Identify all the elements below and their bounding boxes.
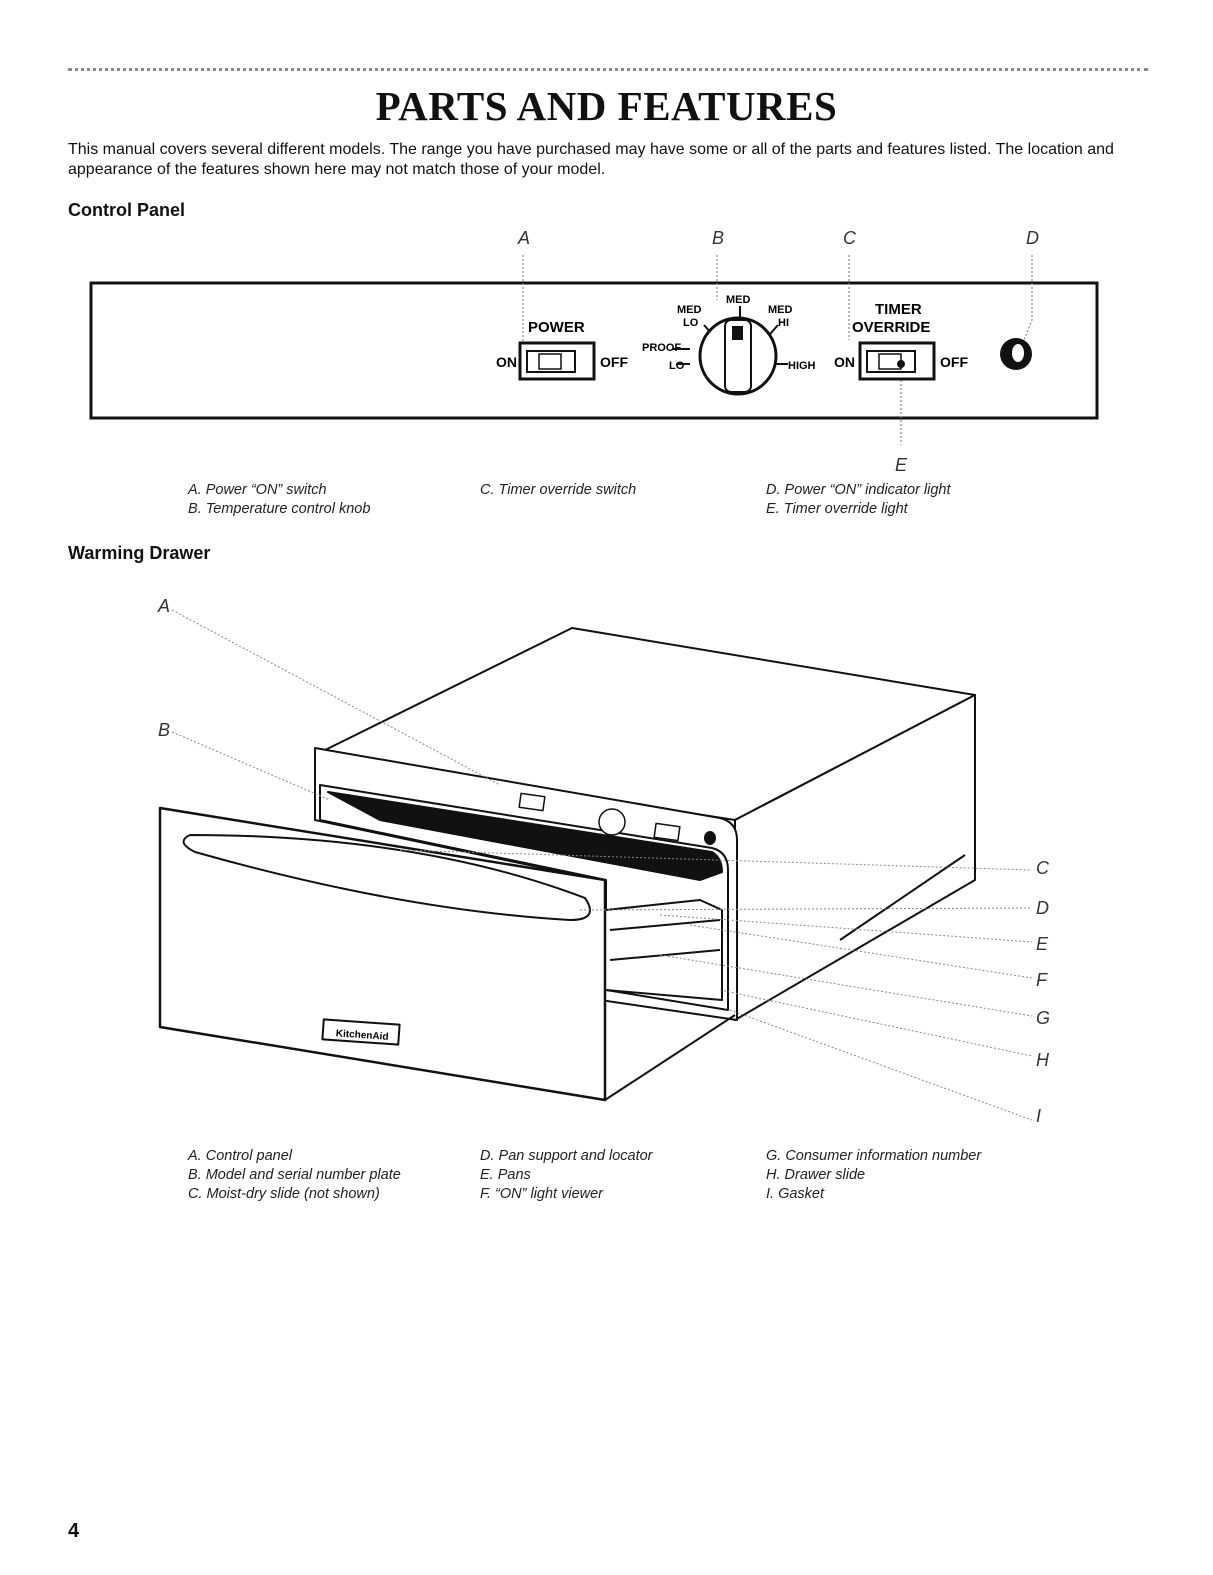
- panel-frame: [89, 281, 1099, 420]
- drawer-callout-i: I: [1036, 1106, 1042, 1126]
- control-panel-captions-col2: C. Timer override switch: [480, 482, 637, 498]
- power-indicator-light: [1000, 338, 1032, 370]
- knob-med-label: MED: [726, 294, 751, 306]
- control-panel-captions-col3: D. Power “ON” indicator light E. Timer o…: [766, 482, 951, 517]
- callout-c: C: [843, 228, 856, 248]
- control-panel-captions-col1: A. Power “ON” switch B. Temperature cont…: [188, 482, 371, 517]
- timer-override-light: [897, 360, 905, 368]
- drawer-callout-h: H: [1036, 1050, 1049, 1070]
- page-title: PARTS AND FEATURES: [375, 83, 838, 129]
- mini-control-panel: [518, 792, 716, 845]
- control-panel-heading: Control Panel: [68, 200, 186, 220]
- knob-proof-label: PROOF: [642, 342, 681, 354]
- timer-override-switch: [858, 341, 936, 381]
- knob-med-hi-label: MED HI: [768, 304, 796, 329]
- power-on-label: ON: [496, 354, 517, 370]
- drawer-leader-lines: [171, 609, 1033, 1121]
- page-number: 4: [68, 1520, 80, 1542]
- brand-logo-text: KitchenAid: [335, 1028, 388, 1043]
- temperature-knob: [698, 316, 778, 396]
- drawer-captions-col2: D. Pan support and locator E. Pans F. “O…: [480, 1148, 653, 1202]
- drawer-captions-col1: A. Control panel B. Model and serial num…: [188, 1148, 401, 1202]
- drawer-interior-shadow: [327, 791, 723, 881]
- knob-med-lo-label: MED LO: [677, 304, 705, 329]
- timer-off-label: OFF: [940, 354, 968, 370]
- callout-d: D: [1026, 228, 1039, 248]
- control-panel-diagram: POWER ON OFF MED LO MED MED HI PROOF LO …: [89, 255, 1099, 445]
- knob-high-label: HIGH: [788, 360, 816, 372]
- knob-lo-label: LO: [669, 360, 685, 372]
- warming-drawer-diagram: KitchenAid: [158, 609, 1033, 1121]
- power-label: POWER: [528, 319, 585, 336]
- warming-drawer-heading: Warming Drawer: [68, 543, 211, 563]
- drawer-callout-e: E: [1036, 934, 1049, 954]
- drawer-callout-d: D: [1036, 898, 1049, 918]
- callout-a: A: [518, 228, 531, 248]
- brand-plate: [321, 1018, 401, 1046]
- drawer-callout-c: C: [1036, 858, 1049, 878]
- drawer-callout-b: B: [158, 720, 171, 740]
- power-off-label: OFF: [600, 354, 628, 370]
- drawer-captions-col3: G. Consumer information number H. Drawer…: [766, 1148, 982, 1202]
- power-switch: [518, 341, 596, 381]
- drawer-callout-f: F: [1036, 970, 1047, 990]
- drawer-callout-a: A: [158, 596, 171, 616]
- callout-e: E: [895, 455, 908, 475]
- timer-on-label: ON: [834, 354, 855, 370]
- override-label: OVERRIDE: [852, 319, 930, 336]
- callout-b: B: [712, 228, 725, 248]
- top-dotted-rule: [68, 68, 1148, 71]
- timer-label: TIMER: [875, 301, 922, 318]
- drawer-handle: [182, 834, 591, 921]
- drawer-callout-g: G: [1036, 1008, 1051, 1028]
- intro-paragraph: This manual covers several different mod…: [68, 141, 1114, 178]
